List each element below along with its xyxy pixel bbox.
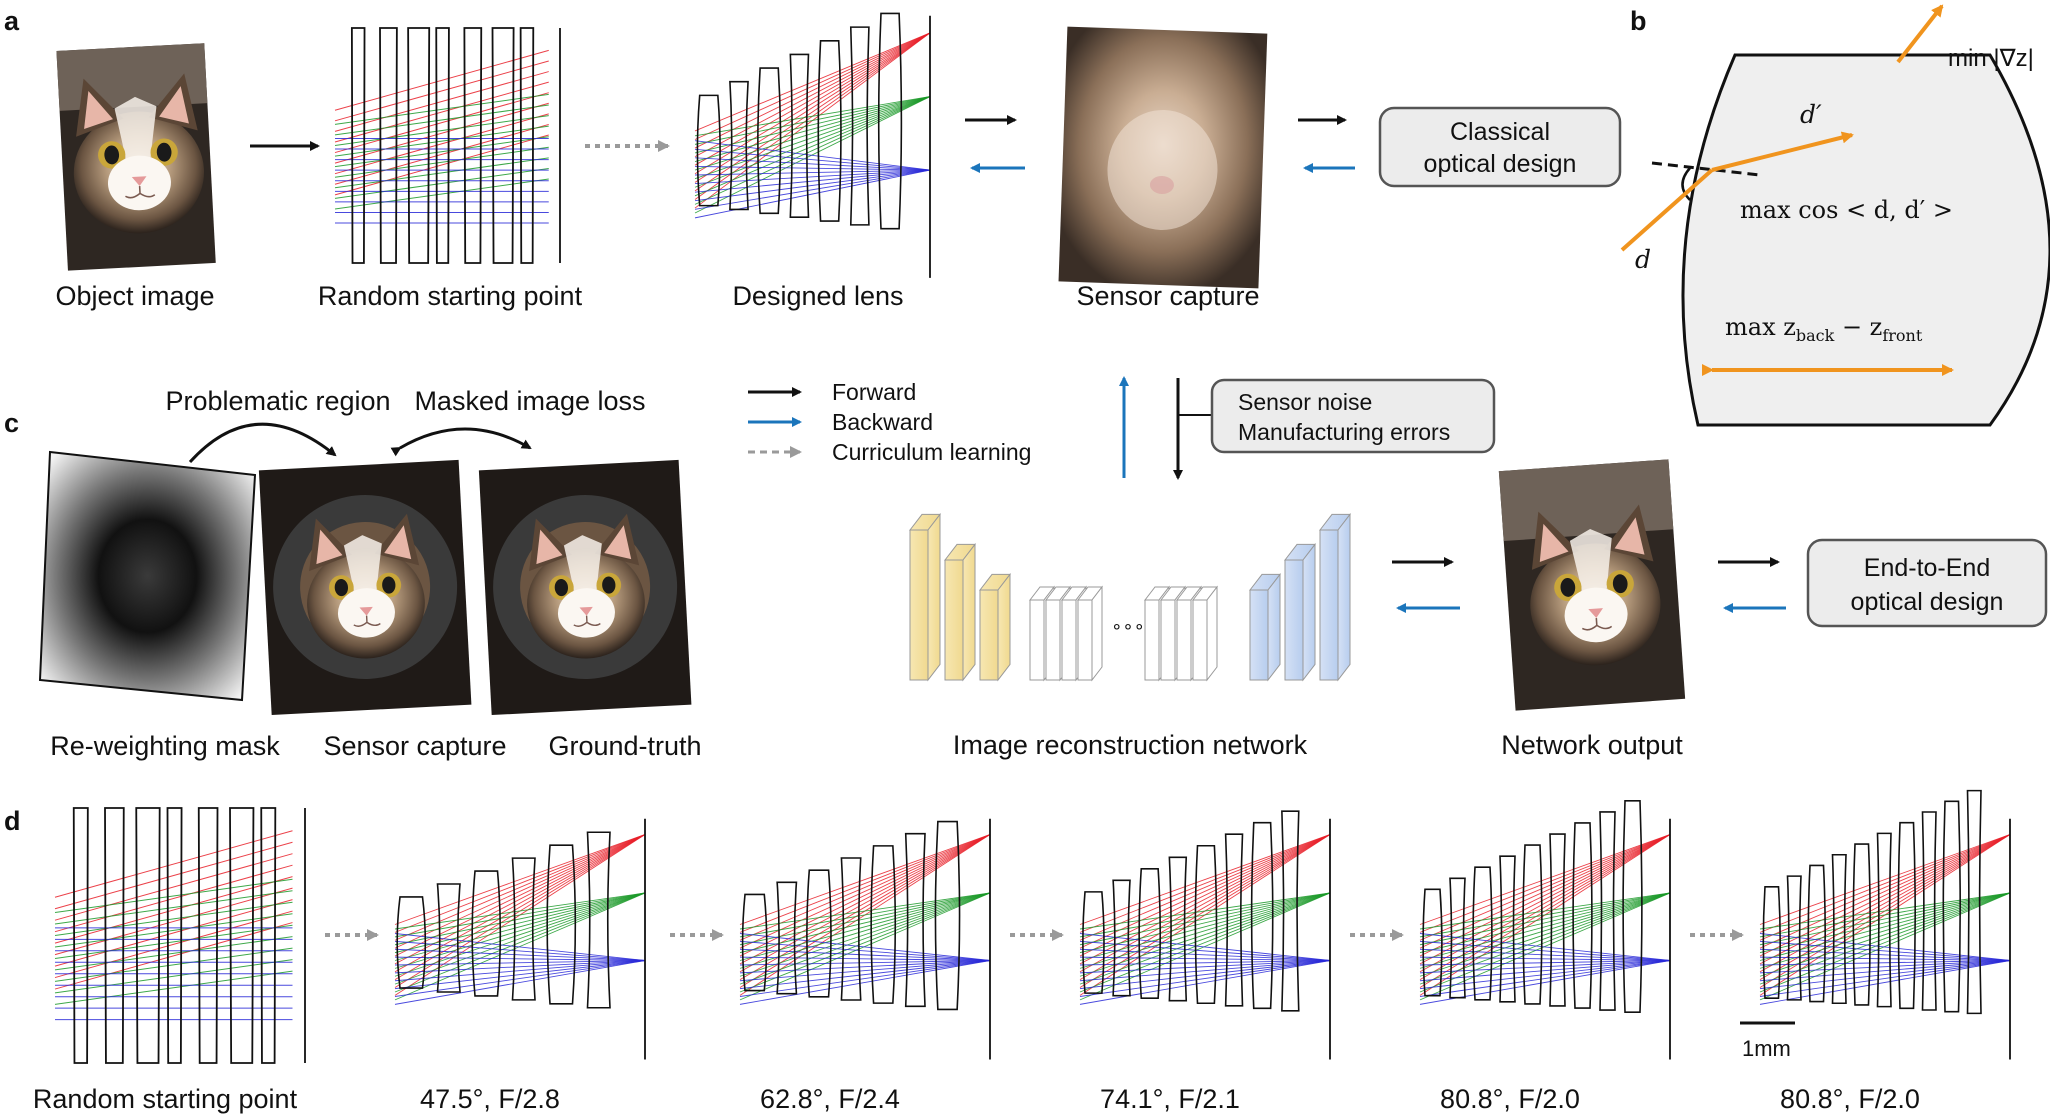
lens-stage-6	[1759, 789, 2011, 1060]
network-output-label: Network output	[1501, 730, 1683, 760]
bottleneck-layer-8	[1191, 585, 1219, 682]
classical-box-line1: Classical	[1450, 118, 1550, 146]
lens-element-diagram: min |∇z| d′ d max cos < d, d′ > max zbac…	[1620, 4, 2050, 427]
masked-loss-label: Masked image loss	[414, 386, 645, 416]
random-start-lens-diagram	[334, 27, 561, 264]
d-prime-label: d′	[1800, 100, 1822, 129]
encoder-layer-1	[908, 512, 942, 682]
object-image	[56, 43, 216, 271]
network-ellipsis: ∘∘∘	[1111, 616, 1145, 636]
ground-truth-label: Ground-truth	[548, 731, 701, 761]
noise-box-line2: Manufacturing errors	[1238, 419, 1450, 445]
legend-backward: Backward	[832, 409, 933, 435]
designed-lens-label: Designed lens	[732, 281, 903, 311]
sensor-capture-label-a: Sensor capture	[1076, 281, 1259, 311]
min-grad-label: min |∇z|	[1948, 45, 2034, 72]
sensor-capture-label-c: Sensor capture	[323, 731, 506, 761]
problematic-region-arrow	[188, 422, 337, 464]
panel-label-c: c	[4, 408, 19, 438]
e2e-design-box: End-to-End optical design	[1806, 538, 2048, 628]
network-output-image	[1498, 459, 1686, 711]
lens-evolution-row: Random starting point 47.5°, F/2.8 62.8°, …	[33, 789, 2011, 1114]
reweighting-mask	[38, 450, 257, 702]
decoder-layer-1	[1248, 572, 1282, 682]
legend-curriculum: Curriculum learning	[832, 439, 1031, 465]
row-d-label-4: 74.1°, F/2.1	[1100, 1084, 1240, 1114]
reweighting-mask-label: Re-weighting mask	[50, 731, 280, 761]
legend: Forward Backward Curriculum learning	[748, 379, 1031, 465]
max-thickness-label: max zback − zfront	[1725, 313, 1923, 345]
panel-label-b: b	[1630, 6, 1647, 36]
row-d-label-3: 62.8°, F/2.4	[760, 1084, 900, 1114]
encoder-layer-3	[978, 572, 1012, 682]
decoder-layer-2	[1283, 542, 1317, 682]
row-d-label-6: 80.8°, F/2.0	[1780, 1084, 1920, 1114]
sensor-capture-blurred	[1058, 26, 1268, 289]
noise-box: Sensor noise Manufacturing errors	[1210, 378, 1496, 454]
classical-box-line2: optical design	[1424, 150, 1577, 178]
bottleneck-layer-4	[1076, 585, 1104, 682]
decoder-layer-3	[1318, 512, 1352, 682]
sensor-capture-masked	[258, 459, 472, 716]
lens-stage-1	[54, 807, 306, 1064]
lens-stage-2	[394, 818, 646, 1060]
ground-truth-image	[478, 459, 692, 716]
legend-forward: Forward	[832, 379, 916, 405]
d-label: d	[1635, 245, 1651, 274]
panel-label-a: a	[4, 6, 20, 36]
designed-lens-diagram	[694, 12, 931, 278]
recon-network-label: Image reconstruction network	[953, 730, 1308, 760]
e2e-box-line1: End-to-End	[1864, 554, 1990, 582]
noise-box-line1: Sensor noise	[1238, 389, 1372, 415]
object-image-label: Object image	[55, 281, 214, 311]
encoder-layer-2	[943, 542, 977, 682]
e2e-box-line2: optical design	[1851, 588, 2004, 616]
lens-stage-5	[1419, 800, 1671, 1060]
random-start-label: Random starting point	[318, 281, 583, 311]
gradient-arrow	[1896, 4, 1944, 64]
classical-design-box: Classical optical design	[1378, 106, 1622, 188]
max-cos-label: max cos < d, d′ >	[1740, 196, 1953, 224]
panel-label-d: d	[4, 806, 21, 836]
masked-loss-arrow	[390, 427, 532, 457]
scale-bar: 1mm	[1740, 1021, 1795, 1061]
surface-normal-line	[1651, 161, 1761, 177]
lens-stage-3	[739, 818, 991, 1060]
lens-stage-4	[1079, 810, 1331, 1060]
refracted-ray	[1711, 131, 1854, 172]
reconstruction-network: ∘∘∘	[908, 512, 1352, 682]
row-d-label-1: Random starting point	[33, 1084, 298, 1114]
problematic-region-label: Problematic region	[165, 386, 390, 416]
row-d-label-5: 80.8°, F/2.0	[1440, 1084, 1580, 1114]
incident-ray	[1620, 168, 1714, 252]
row-d-label-2: 47.5°, F/2.8	[420, 1084, 560, 1114]
scale-bar-label: 1mm	[1742, 1036, 1791, 1061]
